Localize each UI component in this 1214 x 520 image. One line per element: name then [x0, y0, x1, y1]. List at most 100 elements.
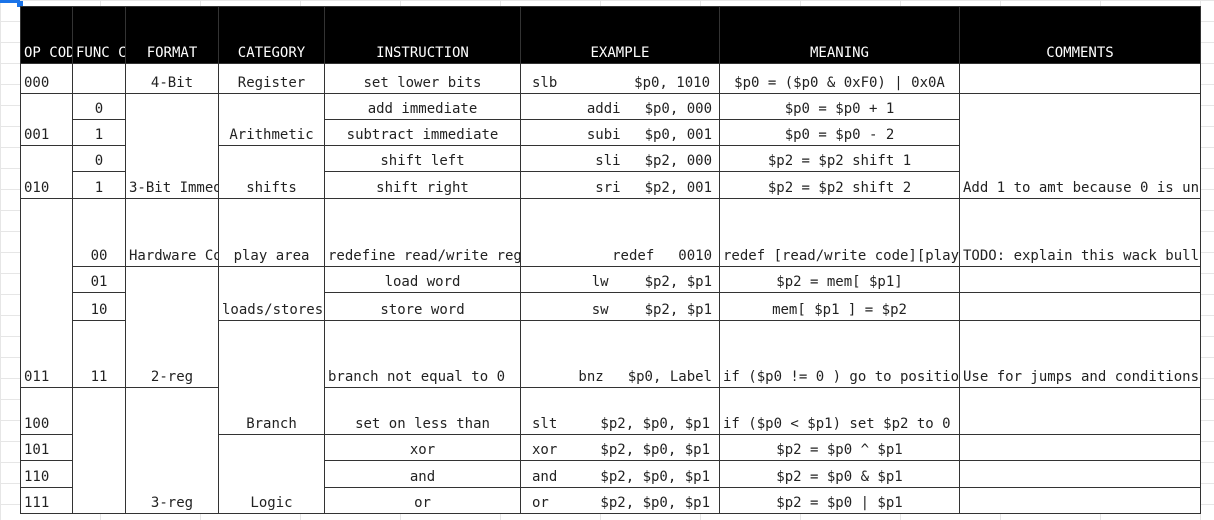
comments-cell[interactable]: TODO: explain this wack bullshit [959, 197, 1201, 267]
instruction-cell[interactable]: set on less than [324, 387, 521, 435]
example-operands: $p2, 000 [644, 153, 712, 170]
instruction-cell[interactable]: shift left [324, 145, 521, 173]
example-mnemonic: and [532, 468, 558, 485]
meaning-cell[interactable]: $p0 = $p0 + 1 [719, 93, 960, 120]
meaning-cell[interactable]: if ($p0 != 0 ) go to position relative t… [719, 320, 960, 389]
meaning-cell[interactable]: $p2 = mem[ $p1] [719, 265, 960, 293]
format-cell[interactable]: Hardware Code [125, 197, 219, 267]
instruction-cell[interactable]: or [324, 486, 521, 515]
example-cell[interactable]: sw$p2, $p1 [520, 291, 720, 322]
category-cell[interactable]: play area [218, 197, 325, 267]
header-format[interactable]: FORMAT [125, 6, 219, 64]
table-row: 111 or or$p2, $p0, $p1 $p2 = $p0 | $p1 [20, 486, 1201, 515]
comments-cell[interactable] [959, 265, 1201, 293]
example-operands: $p0, Label [627, 369, 712, 386]
meaning-cell[interactable]: $p2 = $p2 shift 1 [719, 145, 960, 173]
example-cell[interactable]: or$p2, $p0, $p1 [520, 486, 720, 515]
comments-cell[interactable]: Add 1 to amt because 0 is unnecessary fo… [959, 93, 1201, 199]
example-cell[interactable]: addi$p0, 000 [520, 93, 720, 120]
header-op-code[interactable]: OP CODE [20, 6, 73, 64]
func-code-cell[interactable]: 0 [72, 145, 126, 173]
format-cell[interactable]: 4-Bit [125, 62, 219, 95]
instruction-cell[interactable]: subtract immediate [324, 118, 521, 147]
op-code-cell[interactable]: 000 [20, 62, 73, 95]
example-cell[interactable]: subi$p0, 001 [520, 118, 720, 147]
example-mnemonic: sw [591, 302, 609, 319]
meaning-cell[interactable]: redef [read/write code][play area code] [719, 197, 960, 267]
cell-selection-marker [0, 0, 23, 7]
op-code-cell[interactable]: 100 [20, 387, 73, 435]
meaning-cell[interactable]: $p2 = $p0 ^ $p1 [719, 433, 960, 462]
meaning-cell[interactable]: $p2 = $p0 & $p1 [719, 460, 960, 488]
example-operands: $p2, $p0, $p1 [600, 415, 710, 432]
instruction-cell[interactable]: store word [324, 291, 521, 322]
example-cell[interactable]: xor$p2, $p0, $p1 [520, 433, 720, 462]
example-cell[interactable]: slt$p2, $p0, $p1 [520, 387, 720, 435]
example-mnemonic: subi [586, 127, 621, 144]
example-mnemonic: sri [595, 179, 621, 196]
op-code-cell[interactable]: 010 [20, 145, 73, 199]
meaning-cell[interactable]: $p0 = ($p0 & 0xF0) | 0x0A [719, 62, 960, 95]
header-example[interactable]: EXAMPLE [520, 6, 720, 64]
op-code-cell[interactable]: 011 [20, 197, 73, 389]
meaning-cell[interactable]: if ($p0 < $p1) set $p2 to 0 or 1 [719, 387, 960, 435]
func-code-cell[interactable]: 01 [72, 265, 126, 293]
header-instruction[interactable]: INSTRUCTION [324, 6, 521, 64]
category-cell[interactable]: Arithmetic [218, 93, 325, 147]
meaning-cell[interactable]: $p2 = $p2 shift 2 [719, 171, 960, 199]
comments-cell[interactable] [959, 460, 1201, 488]
table-row: 011 00 Hardware Code play area redefine … [20, 197, 1201, 389]
example-operands: $p2, $p0, $p1 [600, 468, 710, 485]
func-code-cell[interactable]: 1 [72, 171, 126, 199]
instruction-cell[interactable]: redefine read/write regs [324, 197, 521, 267]
op-code-cell[interactable]: 001 [20, 93, 73, 147]
comments-cell[interactable] [959, 62, 1201, 95]
func-code-cell[interactable] [72, 62, 126, 95]
func-code-cell[interactable]: 11 [72, 320, 126, 389]
example-cell[interactable]: sri$p2, 001 [520, 171, 720, 199]
func-code-cell[interactable]: 0 [72, 93, 126, 120]
header-category[interactable]: CATEGORY [218, 6, 325, 64]
op-code-cell[interactable]: 110 [20, 460, 73, 488]
header-func-code[interactable]: FUNC CODE [72, 6, 126, 64]
instruction-cell[interactable]: load word [324, 265, 521, 293]
meaning-cell[interactable]: $p2 = $p0 | $p1 [719, 486, 960, 515]
comments-cell[interactable] [959, 291, 1201, 322]
table-row: 11 Branch branch not equal to 0 bnz$p0, … [21, 320, 1201, 435]
instruction-cell[interactable]: and [324, 460, 521, 488]
category-cell[interactable]: loads/stores [218, 265, 325, 322]
op-code-cell[interactable]: 101 [20, 433, 73, 462]
comments-cell[interactable] [959, 433, 1201, 462]
example-cell[interactable]: and $p2, $p0, $p1 [520, 460, 720, 488]
comments-cell[interactable]: Use for jumps and conditions [959, 320, 1201, 389]
format-cell[interactable]: 3-reg [125, 387, 219, 514]
category-cell[interactable]: shifts [218, 145, 325, 199]
func-code-cell[interactable]: 10 [72, 291, 126, 322]
format-cell[interactable]: 2-reg [125, 265, 219, 389]
instruction-cell[interactable]: add immediate [324, 93, 521, 120]
example-cell[interactable]: bnz$p0, Label [520, 320, 720, 389]
meaning-cell[interactable]: mem[ $p1 ] = $p2 [719, 291, 960, 322]
example-cell[interactable]: lw$p2, $p1 [520, 265, 720, 293]
format-cell[interactable]: 3-Bit Immediate [125, 93, 219, 199]
instruction-cell[interactable]: shift right [324, 171, 521, 199]
instruction-cell[interactable]: xor [324, 433, 521, 462]
op-code-cell[interactable]: 111 [20, 486, 73, 515]
category-cell[interactable]: Branch [218, 320, 325, 435]
header-meaning[interactable]: MEANING [719, 6, 960, 64]
func-code-cell[interactable]: 1 [72, 118, 126, 147]
func-code-cell[interactable]: 00 [72, 197, 126, 267]
func-code-cell[interactable] [72, 387, 126, 514]
comments-cell[interactable] [959, 387, 1201, 435]
category-cell[interactable]: Logic [218, 433, 325, 515]
meaning-cell[interactable]: $p0 = $p0 - 2 [719, 118, 960, 147]
instruction-cell[interactable]: branch not equal to 0 [324, 320, 521, 389]
category-cell[interactable]: Register [218, 62, 325, 95]
example-cell[interactable]: sli$p2, 000 [520, 145, 720, 173]
comments-cell[interactable] [959, 486, 1201, 515]
instruction-cell[interactable]: set lower bits [324, 62, 521, 95]
example-cell[interactable]: slb$p0, 1010 [520, 62, 720, 95]
header-comments[interactable]: COMMENTS [959, 6, 1201, 64]
header-row: OP CODE FUNC CODE FORMAT CATEGORY INSTRU… [20, 6, 1201, 64]
